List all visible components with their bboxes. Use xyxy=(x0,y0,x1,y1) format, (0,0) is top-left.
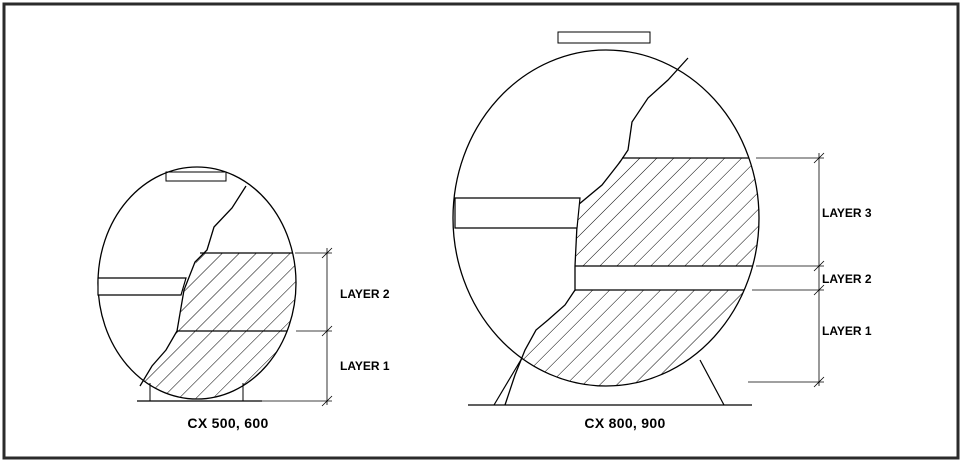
large-tank-layer-1-fill xyxy=(510,290,759,386)
small-tank-port xyxy=(165,171,227,182)
dim-arrow xyxy=(813,284,825,296)
large-tank-port xyxy=(557,31,651,44)
dim-arrow xyxy=(813,260,825,272)
large-tank-stand-right xyxy=(699,359,725,406)
large-tank-layer-3-label: LAYER 3 xyxy=(822,206,872,220)
large-tank-layer-3-fill xyxy=(575,158,759,266)
large-tank-band xyxy=(454,197,581,229)
large-tank-cutaway-edge xyxy=(504,57,689,406)
large-tank-caption: CX 800, 900 xyxy=(584,415,665,431)
small-tank xyxy=(97,166,297,402)
small-tank-layer-1-fill xyxy=(135,331,296,399)
dim-arrow xyxy=(321,395,333,407)
dim-arrow xyxy=(813,376,825,388)
dim-arrow xyxy=(813,152,825,164)
small-tank-cutaway-edge xyxy=(139,185,247,387)
small-tank-dimensions xyxy=(262,247,333,407)
large-tank-layer-1-label: LAYER 1 xyxy=(822,324,872,338)
dim-arrow xyxy=(321,247,333,259)
small-tank-band xyxy=(97,277,187,296)
small-tank-layer-2-fill xyxy=(177,253,296,331)
small-tank-layer-1-label: LAYER 1 xyxy=(340,359,390,373)
large-tank xyxy=(452,31,760,406)
large-tank-shell xyxy=(452,49,760,387)
large-tank-dimensions xyxy=(748,152,825,388)
small-tank-caption: CX 500, 600 xyxy=(187,415,268,431)
large-tank-stand-left xyxy=(493,357,523,406)
large-tank-layer-2-label: LAYER 2 xyxy=(822,272,872,286)
dim-arrow xyxy=(321,325,333,337)
diagram-frame xyxy=(2,2,960,460)
small-tank-layer-2-label: LAYER 2 xyxy=(340,287,390,301)
